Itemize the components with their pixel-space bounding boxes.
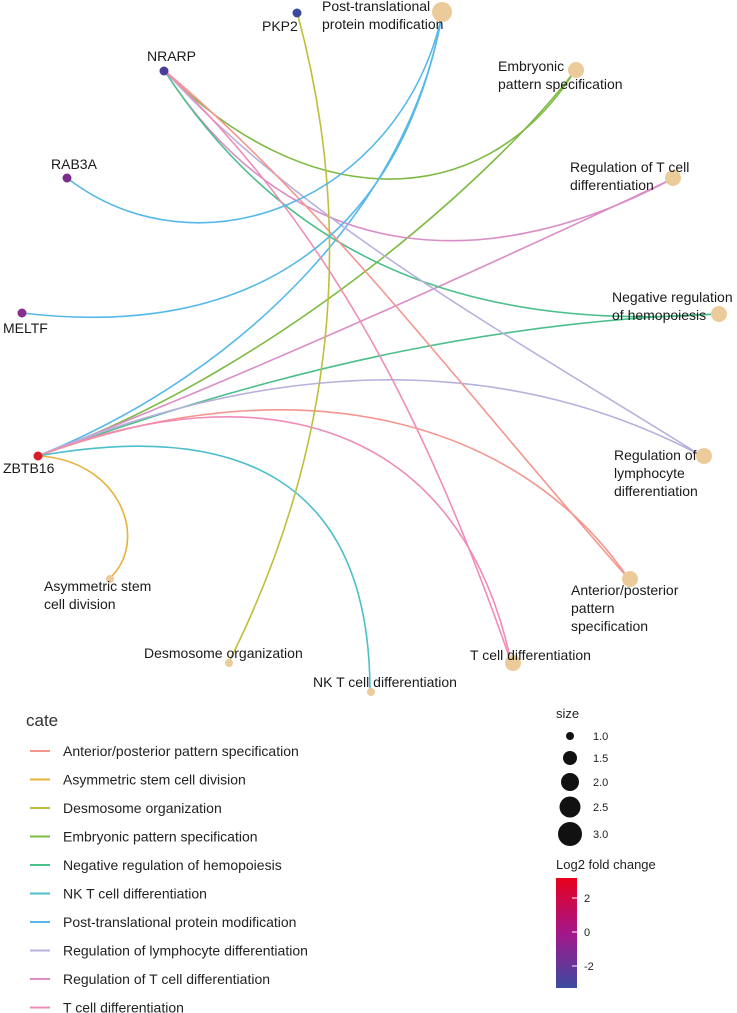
term-node-ptm xyxy=(432,2,452,22)
edge-pkp2-desmosome xyxy=(228,11,331,663)
category-legend: cate Anterior/posterior pattern specific… xyxy=(26,711,308,1013)
legend-item: T cell differentiation xyxy=(30,1000,184,1013)
fold-tick-label-mid: 0 xyxy=(584,927,590,939)
term-label-desmosome: Desmosome organization xyxy=(144,645,303,661)
edge-nrarp-embryonic xyxy=(163,69,575,180)
fold-tick-label-high: 2 xyxy=(584,893,590,905)
edge-zbtb16-anterior xyxy=(37,409,629,579)
legend-label: Embryonic pattern specification xyxy=(63,829,258,845)
legend-label: Desmosome organization xyxy=(63,800,222,816)
fold-change-legend: Log2 fold change 2 0 -2 xyxy=(556,857,656,988)
term-node-treg xyxy=(665,170,681,186)
legend-item: Asymmetric stem cell division xyxy=(30,772,246,788)
legend-item: Embryonic pattern specification xyxy=(30,829,258,845)
gene-node-pkp2 xyxy=(292,8,302,18)
legend-item: Regulation of lymphocyte differentiation xyxy=(30,943,308,959)
legend-label: Anterior/posterior pattern specification xyxy=(63,743,299,759)
edge-zbtb16-lymph xyxy=(37,379,703,457)
edge-zbtb16-ptm xyxy=(37,14,443,457)
term-label-negative: Negative regulation of hemopoiesis xyxy=(612,289,737,323)
size-legend-dot-1 xyxy=(566,732,574,740)
gene-node-meltf xyxy=(17,308,27,318)
size-legend-dot-2 xyxy=(563,751,577,765)
gene-label-pkp2: PKP2 xyxy=(262,18,298,34)
gene-nodes xyxy=(17,8,302,461)
size-legend-dot-4 xyxy=(559,796,581,818)
term-label-lymph: Regulation of lymphocyte differentiation xyxy=(614,447,700,499)
edge-zbtb16-nkt xyxy=(37,445,371,693)
legend-item: Post-translational protein modification xyxy=(30,914,296,930)
legend-label: T cell differentiation xyxy=(63,1000,184,1013)
edge-nrarp-lymph xyxy=(163,69,703,457)
legend-label: Negative regulation of hemopoiesis xyxy=(63,857,282,873)
edge-zbtb16-tdiff xyxy=(37,416,512,663)
term-label-anterior: Anterior/posterior pattern specification xyxy=(571,582,682,634)
gene-label-rab3a: RAB3A xyxy=(51,156,98,172)
legend-label: Post-translational protein modification xyxy=(63,914,296,930)
edge-nrarp-anterior xyxy=(163,69,629,579)
edges xyxy=(21,11,718,693)
term-label-embryonic: Embryonic pattern specification xyxy=(498,58,623,92)
term-labels: Post-translational protein modification … xyxy=(44,0,737,690)
legend-item: NK T cell differentiation xyxy=(30,886,207,902)
edge-zbtb16-treg xyxy=(37,179,671,457)
size-legend-label-3: 2.0 xyxy=(593,777,608,789)
term-label-treg: Regulation of T cell differentiation xyxy=(570,159,693,193)
gene-node-nrarp xyxy=(159,66,169,76)
fold-change-colorbar xyxy=(556,878,577,988)
term-label-nkt: NK T cell differentiation xyxy=(313,674,457,690)
size-legend-title: size xyxy=(556,706,579,721)
edge-rab3a-ptm xyxy=(66,14,443,224)
legend-item: Negative regulation of hemopoiesis xyxy=(30,857,282,873)
term-node-lymph xyxy=(696,448,712,464)
edge-meltf-ptm xyxy=(21,14,443,319)
category-legend-title: cate xyxy=(26,711,58,730)
gene-label-meltf: MELTF xyxy=(3,320,48,336)
size-legend-dot-5 xyxy=(558,822,582,846)
term-node-desmosome xyxy=(225,659,233,667)
legend-label: Regulation of T cell differentiation xyxy=(63,971,270,987)
term-node-nkt xyxy=(367,688,375,696)
size-legend-label-1: 1.0 xyxy=(593,731,608,743)
term-node-embryonic xyxy=(568,62,584,78)
edge-zbtb16-embryonic xyxy=(37,71,575,457)
gene-node-zbtb16 xyxy=(33,451,43,461)
term-node-asymmetric xyxy=(106,575,114,583)
term-nodes xyxy=(106,2,727,696)
gene-labels: PKP2 NRARP RAB3A MELTF ZBTB16 xyxy=(3,18,298,476)
size-legend: size 1.0 1.5 2.0 2.5 3.0 xyxy=(556,706,608,846)
edge-nrarp-negative xyxy=(163,69,718,318)
term-node-tdiff xyxy=(505,655,521,671)
legend-item: Regulation of T cell differentiation xyxy=(30,971,270,987)
term-label-ptm: Post-translational protein modification xyxy=(322,0,443,32)
category-legend-items: Anterior/posterior pattern specification… xyxy=(30,743,308,1013)
edge-zbtb16-asymmetric xyxy=(37,455,129,579)
legend-label: NK T cell differentiation xyxy=(63,886,207,902)
gene-node-rab3a xyxy=(62,173,72,183)
term-node-anterior xyxy=(622,571,638,587)
legend-item: Desmosome organization xyxy=(30,800,222,816)
term-node-negative xyxy=(711,306,727,322)
gene-label-zbtb16: ZBTB16 xyxy=(3,460,55,476)
legend-label: Asymmetric stem cell division xyxy=(63,772,246,788)
term-label-asymmetric: Asymmetric stem cell division xyxy=(44,578,155,612)
size-legend-label-2: 1.5 xyxy=(593,753,608,765)
fold-tick-label-low: -2 xyxy=(584,961,594,973)
size-legend-dot-3 xyxy=(561,773,579,791)
fold-change-legend-title: Log2 fold change xyxy=(556,857,656,872)
edge-nrarp-tdiff xyxy=(163,69,512,663)
gene-label-nrarp: NRARP xyxy=(147,48,196,64)
legend-item: Anterior/posterior pattern specification xyxy=(30,743,299,759)
edge-zbtb16-negative xyxy=(37,313,718,457)
edge-nrarp-treg xyxy=(163,69,671,242)
term-label-tdiff: T cell differentiation xyxy=(470,647,591,663)
size-legend-label-4: 2.5 xyxy=(593,802,608,814)
legend-label: Regulation of lymphocyte differentiation xyxy=(63,943,308,959)
size-legend-label-5: 3.0 xyxy=(593,829,608,841)
